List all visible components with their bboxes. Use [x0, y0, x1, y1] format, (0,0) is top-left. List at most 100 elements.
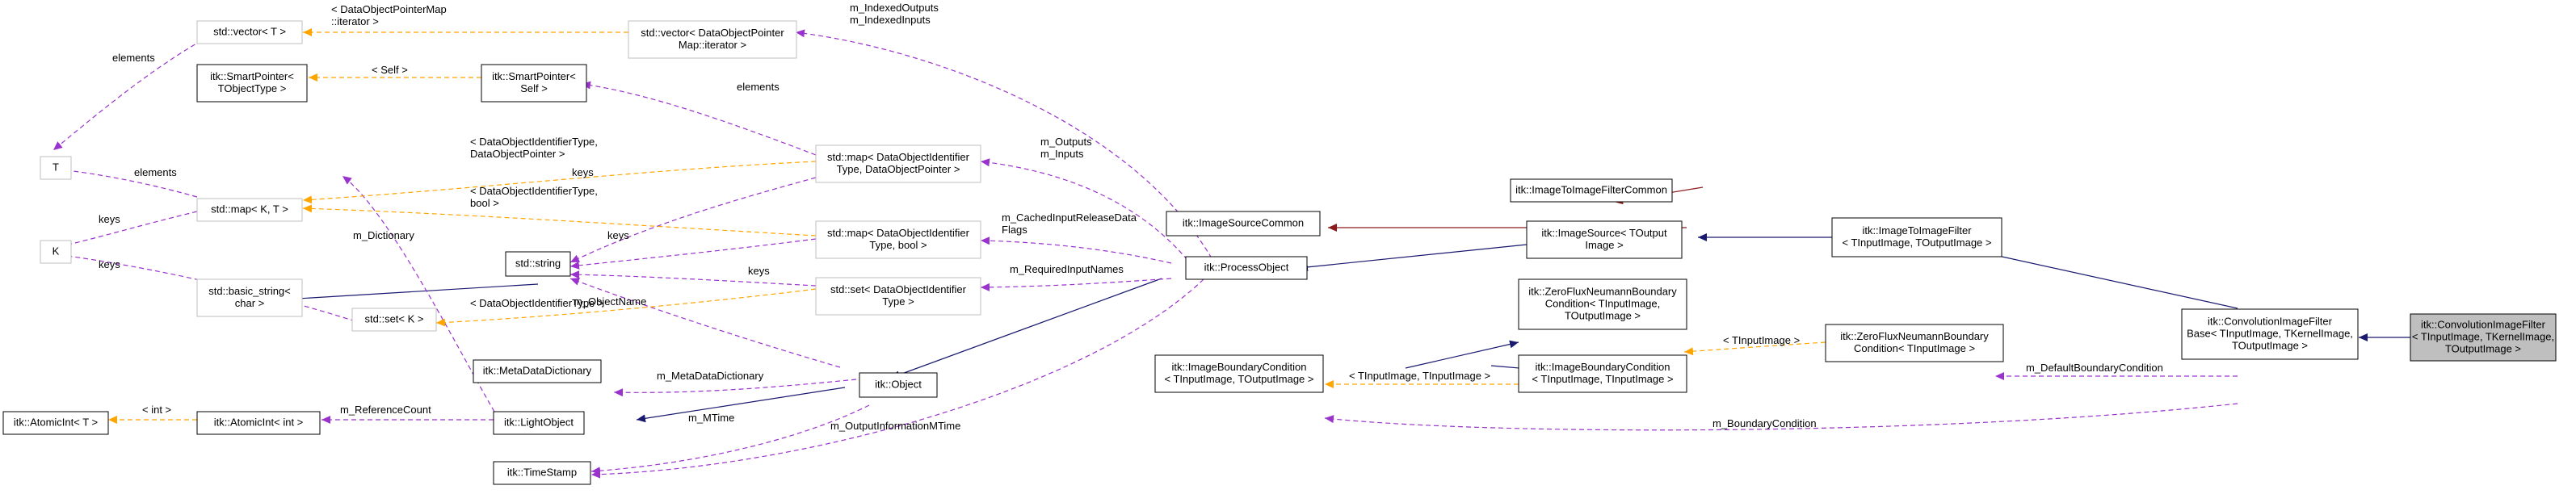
node-box — [1510, 178, 1673, 203]
edge-light-object-to-object — [636, 387, 846, 423]
node-box — [815, 144, 981, 183]
edge-label: < DataObjectPointerMap::iterator > — [331, 3, 447, 27]
node-box — [1518, 278, 1687, 330]
edge-label-line: < Self > — [372, 64, 408, 76]
node-box — [196, 64, 308, 103]
node-label-line: std::set< DataObjectIdentifier — [830, 283, 967, 295]
edge-label-line: m_MetaDataDictionary — [657, 370, 764, 382]
node-light-object[interactable]: itk::LightObject — [493, 411, 585, 435]
node-box — [815, 277, 981, 316]
node-box — [2410, 313, 2557, 362]
node-smart-pointer-tobjecttype[interactable]: itk::SmartPointer<TObjectType > — [196, 64, 308, 103]
node-label-line: std::basic_string< — [208, 285, 291, 297]
node-atomic-int-t[interactable]: itk::AtomicInt< T > — [2, 411, 109, 435]
node-label-line: std::string — [515, 257, 561, 270]
node-label-line: Condition< TInputImage, — [1545, 298, 1661, 310]
node-box — [628, 20, 797, 59]
node-label-line: Type, DataObjectPointer > — [837, 163, 960, 175]
node-label-line: itk::TimeStamp — [507, 467, 577, 479]
edge-label-line: < TInputImage > — [1723, 334, 1800, 346]
node-image-source-common[interactable]: itk::ImageSourceCommon — [1166, 211, 1321, 237]
node-label-line: K — [53, 245, 60, 257]
node-std-vector-iterator[interactable]: std::vector< DataObjectPointerMap::itera… — [628, 20, 797, 59]
edge-process-object-to-img-source — [1298, 244, 1528, 271]
edge-label: m_Dictionary — [353, 229, 414, 241]
node-std-set-k[interactable]: std::set< K > — [351, 308, 437, 332]
node-std-set-dataobjectidentifier[interactable]: std::set< DataObjectIdentifierType > — [815, 277, 981, 316]
node-k[interactable]: K — [40, 240, 72, 264]
node-std-string[interactable]: std::string — [505, 251, 571, 277]
edge-label-line: m_ReferenceCount — [340, 404, 431, 416]
node-label-line: Type, bool > — [869, 239, 927, 251]
edge-process-object-outputs — [980, 158, 1188, 261]
node-meta-data-dictionary[interactable]: itk::MetaDataDictionary — [473, 359, 602, 383]
node-box — [351, 308, 437, 332]
edge-label-line: m_ObjectName — [574, 295, 646, 308]
node-box — [1166, 211, 1321, 237]
edge-label-line: elements — [737, 81, 780, 93]
edge-object-to-process-object — [890, 278, 1162, 379]
node-label-line: itk::ConvolutionImageFilter — [2208, 316, 2333, 328]
node-timestamp[interactable]: itk::TimeStamp — [493, 461, 591, 485]
node-box — [40, 240, 72, 264]
edge-conv-base-bc — [1324, 403, 2238, 431]
node-label-line: itk::ConvolutionImageFilter — [2421, 319, 2546, 331]
node-label-line: < TInputImage, TInputImage > — [1532, 373, 1673, 385]
edge-map-bool-keys — [569, 238, 817, 270]
node-image-boundary-condition-in-out[interactable]: itk::ImageBoundaryCondition< TInputImage… — [1154, 354, 1324, 393]
node-std-basic-string[interactable]: std::basic_string<char > — [196, 278, 303, 317]
node-process-object[interactable]: itk::ProcessObject — [1185, 256, 1308, 280]
edge-label-line: keys — [607, 229, 629, 241]
edge-label-line: < DataObjectIdentifierType, — [470, 185, 598, 197]
edge-label-line: keys — [99, 213, 120, 225]
node-label-line: itk::AtomicInt< int > — [214, 417, 304, 429]
node-box — [1185, 256, 1308, 280]
node-t[interactable]: T — [40, 156, 72, 180]
node-std-map-dataobjectpointer[interactable]: std::map< DataObjectIdentifierType, Data… — [815, 144, 981, 183]
node-label-line: std::set< K > — [365, 313, 424, 325]
edge-process-object-required — [980, 278, 1172, 291]
node-label-line: Image > — [1585, 239, 1623, 251]
node-object[interactable]: itk::Object — [859, 372, 938, 398]
edge-set-doi-template — [435, 288, 817, 327]
node-image-source[interactable]: itk::ImageSource< TOutputImage > — [1526, 220, 1683, 259]
node-label-line: itk::MetaDataDictionary — [483, 365, 592, 377]
edge-map-dop-template — [302, 161, 817, 204]
edge-label: < Self > — [372, 64, 408, 76]
node-label-line: itk::ZeroFluxNeumannBoundary — [1528, 286, 1677, 298]
edge-label: m_RequiredInputNames — [1010, 263, 1124, 275]
edge-process-object-cached — [980, 237, 1172, 264]
node-image-to-image-filter-common[interactable]: itk::ImageToImageFilterCommon — [1510, 178, 1673, 203]
edge-label-line: elements — [134, 166, 177, 178]
node-image-boundary-condition-in-in[interactable]: itk::ImageBoundaryCondition< TInputImage… — [1518, 354, 1687, 393]
node-convolution-image-filter[interactable]: itk::ConvolutionImageFilter< TInputImage… — [2410, 313, 2557, 362]
edge-label-line: < TInputImage, TInputImage > — [1349, 370, 1490, 382]
edge-label-line: < DataObjectIdentifierType, — [470, 136, 598, 148]
edge-label-line: ::iterator > — [331, 15, 379, 27]
node-box — [505, 251, 571, 277]
node-atomic-int-int[interactable]: itk::AtomicInt< int > — [196, 411, 321, 435]
edge-label-line: keys — [99, 258, 120, 270]
node-std-vector-t[interactable]: std::vector< T > — [196, 20, 303, 44]
node-std-map-bool[interactable]: std::map< DataObjectIdentifierType, bool… — [815, 220, 981, 259]
node-label-line: std::map< DataObjectIdentifier — [827, 151, 970, 163]
node-label-line: itk::ProcessObject — [1204, 262, 1289, 274]
node-box — [196, 198, 303, 222]
node-box — [1825, 324, 2004, 362]
edge-meta-dict-dictionary — [342, 175, 495, 412]
edge-label-line: m_DefaultBoundaryCondition — [2026, 362, 2163, 374]
edge-label: elements — [134, 166, 177, 178]
edge-label-line: m_OutputInformationMTime — [830, 420, 960, 432]
node-label-line: itk::Object — [875, 379, 922, 391]
node-box — [1154, 354, 1324, 393]
edge-label-line: m_RequiredInputNames — [1010, 263, 1124, 275]
node-image-to-image-filter[interactable]: itk::ImageToImageFilter< TInputImage, TO… — [1831, 217, 2002, 257]
node-label-line: itk::LightObject — [504, 417, 574, 429]
edge-process-object-output-mtime — [590, 278, 1204, 479]
node-smart-pointer-self[interactable]: itk::SmartPointer<Self > — [481, 64, 587, 103]
node-std-map-k-t[interactable]: std::map< K, T > — [196, 198, 303, 222]
